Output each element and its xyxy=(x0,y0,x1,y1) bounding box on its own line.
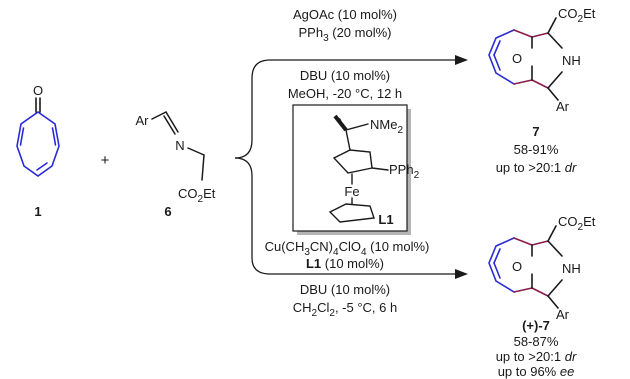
tropone-oxygen: O xyxy=(33,83,43,98)
ligand-nme2: NMe2 xyxy=(370,117,403,136)
compound-label-1: 1 xyxy=(34,204,41,219)
product-7-structure xyxy=(488,17,563,101)
pplus7-yield: 58-87% xyxy=(514,334,559,349)
bottom-condition-2: L1 (10 mol%) xyxy=(306,256,384,271)
bottom-condition-4: CH2Cl2, -5 °C, 6 h xyxy=(293,300,397,319)
pplus7-number: (+)-7 xyxy=(522,318,550,333)
p7-o: O xyxy=(512,51,522,66)
top-condition-4: MeOH, -20 °C, 12 h xyxy=(288,86,402,101)
imine-ester: CO2Et xyxy=(178,186,216,205)
tropone-structure xyxy=(16,97,60,177)
imine-ar: Ar xyxy=(136,113,150,128)
p7-ester: CO2Et xyxy=(558,6,596,25)
imine-n: N xyxy=(175,138,184,153)
plus-sign: + xyxy=(101,152,110,169)
bottom-condition-1: Cu(CH3CN)4ClO4 (10 mol%) xyxy=(265,239,430,258)
pplus7-dr: up to >20:1 dr xyxy=(496,349,577,364)
pplus7-ee: up to 96% ee xyxy=(498,364,575,379)
methyl-wedge xyxy=(333,114,348,132)
arrow-head-top xyxy=(455,55,468,65)
imine-structure xyxy=(151,111,205,181)
pplus7-nh: NH xyxy=(562,261,581,276)
p7-yield: 58-91% xyxy=(514,142,559,157)
reaction-arrows xyxy=(234,59,458,275)
product-plus7-structure xyxy=(488,225,563,309)
top-condition-2: PPh3 (20 mol%) xyxy=(299,25,392,44)
ligand-label-l1: L1 xyxy=(378,212,393,227)
ferrocene-structure xyxy=(328,123,389,223)
compound-label-6: 6 xyxy=(164,204,171,219)
arrow-head-bottom xyxy=(455,269,468,279)
pplus7-ar: Ar xyxy=(556,307,570,322)
bottom-condition-3: DBU (10 mol%) xyxy=(300,282,390,297)
ligand-pph2: PPh2 xyxy=(389,162,420,181)
pplus7-ester: CO2Et xyxy=(558,214,596,233)
ligand-fe: Fe xyxy=(344,184,359,199)
p7-number: 7 xyxy=(532,124,539,139)
p7-ar: Ar xyxy=(556,99,570,114)
ligand-box xyxy=(292,104,411,235)
pplus7-o: O xyxy=(512,259,522,274)
p7-nh: NH xyxy=(562,53,581,68)
top-condition-3: DBU (10 mol%) xyxy=(300,68,390,83)
top-condition-1: AgOAc (10 mol%) xyxy=(293,7,397,22)
p7-dr: up to >20:1 dr xyxy=(496,160,577,175)
